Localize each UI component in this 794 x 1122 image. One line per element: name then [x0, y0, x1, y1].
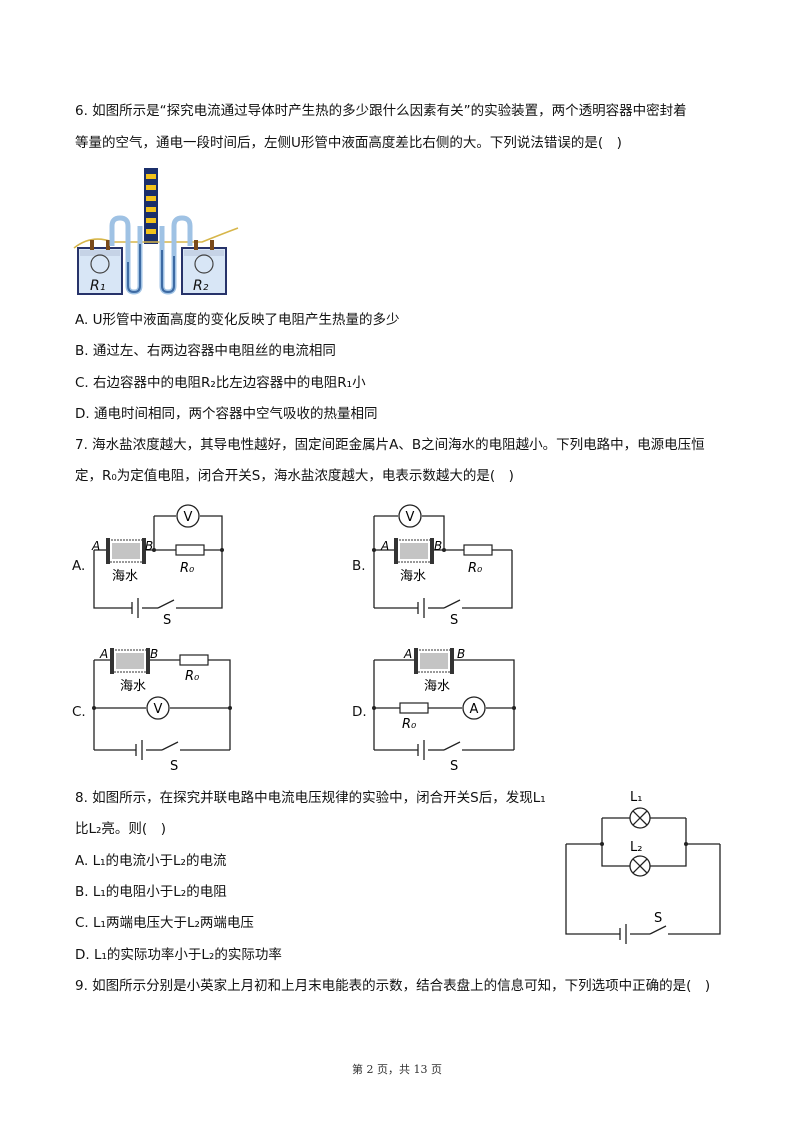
- q7-b-seawater-label: 海水: [400, 569, 426, 584]
- q7-circuit-d: A A B 海水 R₀ S: [372, 647, 516, 774]
- q8-stem-line2: 比L₂亮。则( ): [75, 821, 166, 837]
- q7-b-label-b: B: [434, 539, 442, 553]
- q7-d-label-b: B: [457, 647, 465, 661]
- q8-option-c[interactable]: C. L₁两端电压大于L₂两端电压: [75, 915, 254, 931]
- q7-stem-line1: 7. 海水盐浓度越大，其导电性越好，固定间距金属片A、B之间海水的电阻越小。下列…: [75, 437, 705, 453]
- q7-b-r0-label: R₀: [468, 561, 483, 576]
- page-footer: 第 2 页，共 13 页: [352, 1063, 442, 1076]
- q8-l1-label: L₁: [630, 790, 642, 805]
- q7-a-r0-label: R₀: [180, 561, 195, 576]
- q7-c-meter-label: V: [154, 702, 163, 717]
- q7-c-switch-label: S: [170, 759, 178, 774]
- q7-a-switch-label: S: [163, 613, 171, 628]
- q7-b-meter-label: V: [406, 510, 415, 525]
- q8-switch-label: S: [654, 911, 662, 926]
- q7-c-label-a: A: [99, 647, 108, 661]
- q7-a-seawater-label: 海水: [112, 569, 138, 584]
- q8-l2-label: L₂: [630, 840, 642, 855]
- q7-circuit-a: V A B 海水 R₀ S: [91, 504, 224, 628]
- q7-circuit-b: V A B 海水 R₀ S: [372, 504, 513, 628]
- q7-stem-line2: 定，R₀为定值电阻，闭合开关S，海水盐浓度越大，电表示数越大的是( ): [75, 468, 514, 484]
- q7-a-label-b: B: [145, 539, 153, 553]
- q6-option-c[interactable]: C. 右边容器中的电阻R₂比左边容器中的电阻R₁小: [75, 375, 366, 391]
- q7-d-label-a: A: [403, 647, 412, 661]
- q8-stem-line1: 8. 如图所示，在探究并联电路中电流电压规律的实验中，闭合开关S后，发现L₁: [75, 790, 546, 806]
- q6-option-b[interactable]: B. 通过左、右两边容器中电阻丝的电流相同: [75, 343, 336, 359]
- q8-option-d[interactable]: D. L₁的实际功率小于L₂的实际功率: [75, 947, 282, 963]
- q7-c-r0-label: R₀: [185, 669, 200, 684]
- q7-option-d-label[interactable]: D.: [352, 704, 367, 720]
- q6-option-a[interactable]: A. U形管中液面高度的变化反映了电阻产生热量的多少: [75, 312, 400, 328]
- q7-d-switch-label: S: [450, 759, 458, 774]
- q7-d-r0-label: R₀: [402, 717, 417, 732]
- q7-option-b-label[interactable]: B.: [352, 558, 366, 574]
- q8-parallel-circuit: L₁ L₂ S: [565, 790, 721, 944]
- q7-option-a-label[interactable]: A.: [72, 558, 86, 574]
- q6-stem-line1: 6. 如图所示是“探究电流通过导体时产生热的多少跟什么因素有关”的实验装置，两个…: [75, 103, 687, 119]
- q8-lamp-l2: [629, 855, 651, 877]
- q6-stem-line2: 等量的空气，通电一段时间后，左侧U形管中液面高度差比右侧的大。下列说法错误的是(…: [75, 135, 622, 151]
- q8-option-a[interactable]: A. L₁的电流小于L₂的电流: [75, 853, 227, 869]
- q6-option-d[interactable]: D. 通电时间相同，两个容器中空气吸收的热量相同: [75, 406, 378, 422]
- q7-option-c-label[interactable]: C.: [72, 704, 86, 720]
- q6-r2-label: R₂: [193, 278, 209, 294]
- q7-a-label-a: A: [91, 539, 100, 553]
- q6-r1-label: R₁: [90, 278, 105, 294]
- q7-b-switch-label: S: [450, 613, 458, 628]
- q7-c-seawater-label: 海水: [120, 679, 146, 694]
- q7-b-label-a: A: [380, 539, 389, 553]
- q9-stem-line1: 9. 如图所示分别是小英家上月初和上月末电能表的示数，结合表盘上的信息可知，下列…: [75, 978, 711, 994]
- q7-circuit-c: V A B 海水 R₀ S: [92, 647, 232, 774]
- q6-joule-heating-apparatus: R₁ R₂: [73, 168, 239, 295]
- q7-d-seawater-label: 海水: [424, 679, 450, 694]
- q7-d-meter-label: A: [470, 702, 479, 717]
- q7-c-label-b: B: [150, 647, 158, 661]
- q7-a-meter-label: V: [184, 510, 193, 525]
- q8-option-b[interactable]: B. L₁的电阻小于L₂的电阻: [75, 884, 227, 900]
- q8-lamp-l1: [629, 807, 651, 829]
